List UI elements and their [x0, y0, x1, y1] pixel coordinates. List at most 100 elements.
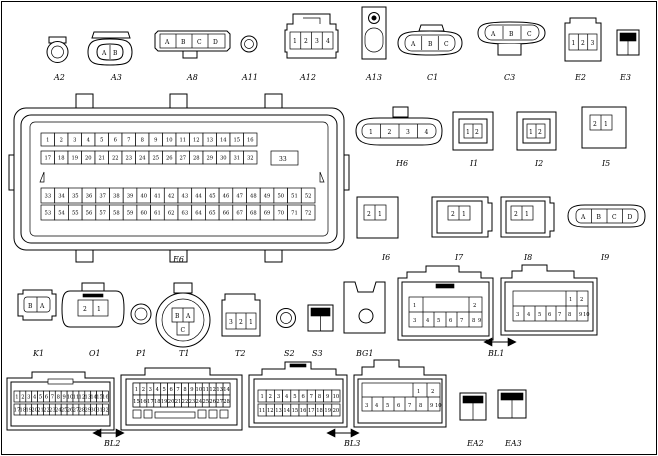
connector-e6-pin: 16	[247, 138, 254, 144]
connector-bl1-pin: 1	[569, 297, 572, 303]
connector-s3: S3	[307, 304, 334, 358]
connector-e6-pin: 1	[46, 138, 49, 144]
connector-e6-pin: 54	[58, 211, 65, 217]
connector-e6-pin: 3	[73, 138, 76, 144]
connector-bl3-right: 1 2 3 4 5 6 7 8 9 10	[353, 359, 447, 428]
connector-bl3-pin: 15	[292, 408, 299, 414]
connector-e6-pin: 71	[291, 211, 298, 217]
connector-bl2-pin: 5	[163, 387, 166, 393]
connector-i8-pin: 1	[525, 211, 529, 218]
connector-bl2-pin: 25	[61, 408, 68, 414]
connector-o1: 2 1 O1	[61, 282, 125, 358]
connector-e6-pin: 44	[195, 194, 202, 200]
connector-e6-pin: 72	[305, 211, 312, 217]
connector-e6-pin: 39	[127, 194, 134, 200]
connector-e6-pin: 34	[58, 194, 65, 200]
connector-e6-pin: 37	[99, 194, 106, 200]
connector-bl2-pin: 6	[169, 387, 172, 393]
connector-bl2-pin: 3	[27, 395, 30, 401]
connector-e2-pin: 3	[591, 40, 595, 47]
connector-e3-label: E3	[619, 73, 631, 82]
connector-e6-pin: 43	[182, 194, 189, 200]
connector-bl3-pin: 20	[333, 408, 340, 414]
connector-e6-pin: 35	[72, 194, 79, 200]
connector-bl2-pin: 26	[209, 399, 216, 405]
connector-o1-pin: 2	[83, 306, 87, 313]
connector-e6-pin: 5	[100, 138, 103, 144]
connector-e6-pin: 38	[113, 194, 120, 200]
connector-bl2-pin: 9	[62, 395, 65, 401]
connector-a13-label: A13	[365, 73, 382, 82]
connector-t2-pin: 2	[239, 319, 243, 326]
connector-e6-pin: 8	[141, 138, 144, 144]
connector-i1: 1 2 I1	[452, 111, 494, 168]
connector-a11-label: A11	[241, 73, 258, 82]
connector-e6-pin: 32	[247, 156, 254, 162]
connector-bl3-pin: 16	[300, 408, 307, 414]
connector-bl2-pin: 10	[196, 387, 203, 393]
connector-bl2-pin: 12	[209, 387, 216, 393]
connector-bl2-pin: 13	[216, 387, 223, 393]
connector-bl3-pin: 1	[260, 394, 263, 400]
connector-bl3-pin: 5	[293, 394, 296, 400]
connector-e6-pin: 25	[152, 156, 159, 162]
connector-bl1-pin: 8	[568, 312, 571, 318]
connector-e6-pin: 56	[86, 211, 93, 217]
connector-p1-label: P1	[135, 349, 146, 358]
connector-e2-pin: 2	[581, 40, 585, 47]
connector-e6-pin: 46	[223, 194, 230, 200]
connector-bl2-pin: 5	[39, 395, 42, 401]
connector-bl2-pin: 1	[15, 395, 18, 401]
connector-bl2-pin: 7	[51, 395, 54, 401]
connector-e6-pin: 70	[277, 211, 284, 217]
connector-bl2-pin: 30	[90, 408, 97, 414]
connector-bl2-pin: 4	[156, 387, 160, 393]
connector-bl2-pin: 32	[102, 408, 109, 414]
connector-bg1: BG1	[343, 281, 386, 358]
connector-e6-pin: 31	[233, 156, 240, 162]
connector-a11: A11	[240, 35, 258, 82]
connector-e6-pin: 27	[179, 156, 186, 162]
connector-bl2-pin: 16	[102, 395, 109, 401]
connector-h6-pin: 2	[388, 129, 392, 136]
connector-i2-label: I2	[534, 159, 543, 168]
connector-t2-label: T2	[235, 349, 245, 358]
connector-bl2-pin: 22	[43, 408, 50, 414]
connector-bl3-pin: 14	[283, 408, 290, 414]
connector-bl2-pin: 16	[140, 399, 147, 405]
connector-bl2-pin: 12	[79, 395, 86, 401]
connector-a2: A2	[46, 36, 69, 82]
connector-e2-label: E2	[574, 73, 586, 82]
connector-bl1-label: BL1	[487, 349, 504, 358]
connector-bl2-pin: 27	[216, 399, 223, 405]
connector-e6-pin: 30	[220, 156, 227, 162]
connector-a12: 1 2 3 4 A12	[284, 13, 339, 82]
connector-bl2-pin: 3	[149, 387, 152, 393]
connector-e6-pin: 57	[99, 211, 106, 217]
connector-i7-pin: 1	[462, 211, 466, 218]
connector-k1-pin: B	[28, 303, 33, 310]
connector-h6-pin: 4	[425, 129, 429, 136]
connector-i7: 2 1 I7	[431, 196, 493, 262]
connector-i2-pin: 1	[529, 129, 533, 136]
connector-c1-pin: B	[428, 41, 433, 48]
connector-bl2-pin: 25	[202, 399, 209, 405]
connector-bl1-pin: 3	[516, 312, 519, 318]
connector-bl3-pin: 12	[267, 408, 274, 414]
connector-e6-pin: 62	[168, 211, 175, 217]
connector-bl2-pin: 28	[79, 408, 86, 414]
connector-a3-label: A3	[110, 73, 122, 82]
connector-a3-pin: B	[113, 50, 118, 57]
connector-e6-pin: 20	[85, 156, 92, 162]
connector-i2: 1 2 I2	[516, 111, 557, 168]
connector-s3-label: S3	[312, 349, 323, 358]
connector-c3-pin: A	[490, 31, 496, 38]
connector-e6-pin: 36	[86, 194, 93, 200]
connector-e6-pin: 63	[182, 211, 189, 217]
connector-bl3-pin: 10	[333, 394, 340, 400]
